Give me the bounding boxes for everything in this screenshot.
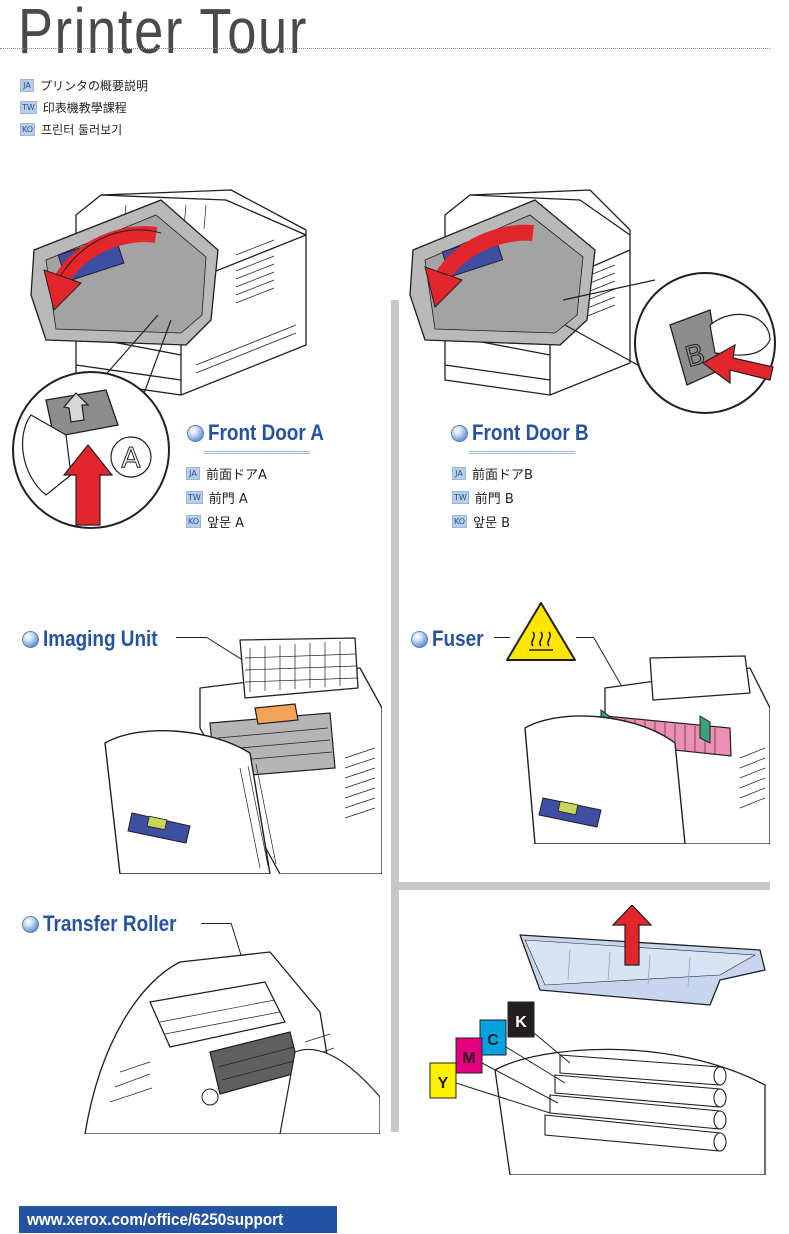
lang-badge-ja: JA bbox=[20, 78, 34, 92]
imaging-unit-heading: Imaging Unit bbox=[22, 626, 176, 652]
toner-m-label bbox=[455, 1037, 483, 1074]
transfer-roller-heading: Transfer Roller bbox=[22, 911, 198, 937]
toner-cartridges-illustration: K C M Y bbox=[429, 905, 766, 1175]
translation-text: 前門 B bbox=[474, 491, 514, 507]
translation-row: TW 前門 B bbox=[452, 485, 533, 509]
translation-text: 前面ドアB bbox=[472, 467, 533, 483]
toner-c-label bbox=[479, 1019, 507, 1056]
imaging-unit-leader bbox=[176, 637, 206, 638]
lang-badge-tw: TW bbox=[186, 490, 203, 504]
translation-text: プリンタの概要説明 bbox=[40, 78, 149, 93]
bullet-icon bbox=[22, 630, 39, 648]
translation-row: KO 앞문 B bbox=[452, 509, 533, 533]
lang-badge-ja: JA bbox=[186, 466, 200, 480]
translation-text: 앞문 B bbox=[473, 515, 511, 531]
front-door-b-title: Front Door B bbox=[472, 420, 589, 445]
front-door-b-translations: JA 前面ドアB TW 前門 B KO 앞문 B bbox=[452, 461, 533, 533]
support-url-text: www.xerox.com/office/6250support bbox=[27, 1210, 284, 1229]
front-door-a-translations: JA 前面ドアA TW 前門 A KO 앞문 A bbox=[186, 461, 267, 533]
bullet-icon bbox=[187, 424, 204, 442]
support-url[interactable]: www.xerox.com/office/6250support bbox=[19, 1206, 337, 1233]
translation-row: KO 앞문 A bbox=[186, 509, 267, 533]
heading-rule bbox=[204, 451, 310, 454]
lang-badge-ko: KO bbox=[20, 122, 36, 136]
translation-row: KO 프린터 둘러보기 bbox=[20, 118, 148, 140]
toner-k-label bbox=[507, 1001, 535, 1038]
translation-text: 프린터 둘러보기 bbox=[41, 122, 123, 137]
vertical-divider bbox=[391, 300, 399, 1132]
fuser-leader bbox=[576, 637, 594, 638]
toner-y-letter: Y bbox=[438, 1075, 449, 1092]
lang-badge-tw: TW bbox=[20, 100, 37, 114]
translation-text: 前面ドアA bbox=[206, 467, 267, 483]
hot-surface-warning-icon bbox=[506, 602, 576, 661]
toner-c-letter: C bbox=[487, 1032, 499, 1049]
lang-badge-ko: KO bbox=[452, 514, 468, 528]
front-door-a-letter: A bbox=[121, 441, 140, 474]
translation-row: JA プリンタの概要説明 bbox=[20, 74, 148, 96]
heading-rule bbox=[469, 451, 575, 454]
heat-symbol-icon bbox=[529, 631, 553, 651]
bullet-icon bbox=[451, 424, 468, 442]
translation-row: JA 前面ドアA bbox=[186, 461, 267, 485]
lang-badge-ja: JA bbox=[452, 466, 466, 480]
translation-text: 前門 A bbox=[208, 491, 248, 507]
translation-row: TW 前門 A bbox=[186, 485, 267, 509]
lang-badge-tw: TW bbox=[452, 490, 469, 504]
front-door-b-heading: Front Door B bbox=[451, 420, 608, 446]
title-translations: JA プリンタの概要説明 TW 印表機教學課程 KO 프린터 둘러보기 bbox=[20, 74, 148, 140]
front-door-a-illustration: A bbox=[12, 189, 307, 529]
page-title: Printer Tour bbox=[18, 0, 308, 67]
title-rule bbox=[0, 48, 770, 49]
transfer-roller-title: Transfer Roller bbox=[43, 911, 177, 936]
fuser-leader bbox=[494, 637, 510, 638]
fuser-illustration bbox=[506, 602, 770, 844]
toner-y-label bbox=[429, 1062, 457, 1099]
horizontal-divider bbox=[399, 882, 770, 890]
front-door-a-heading: Front Door A bbox=[187, 420, 343, 446]
transfer-roller-leader bbox=[201, 923, 231, 924]
toner-m-letter: M bbox=[462, 1050, 475, 1067]
translation-text: 印表機教學課程 bbox=[42, 100, 127, 115]
fuser-title: Fuser bbox=[432, 626, 484, 651]
bullet-icon bbox=[22, 915, 39, 933]
translation-row: JA 前面ドアB bbox=[452, 461, 533, 485]
front-door-a-title: Front Door A bbox=[208, 420, 324, 445]
lang-badge-ko: KO bbox=[186, 514, 202, 528]
front-door-b-illustration: B bbox=[409, 189, 776, 414]
bullet-icon bbox=[411, 630, 428, 648]
imaging-unit-title: Imaging Unit bbox=[43, 626, 158, 651]
fuser-heading: Fuser bbox=[411, 626, 492, 652]
transfer-roller-illustration bbox=[84, 922, 380, 1134]
toner-k-letter: K bbox=[515, 1014, 527, 1031]
translation-text: 앞문 A bbox=[207, 515, 245, 531]
imaging-unit-illustration bbox=[104, 636, 382, 874]
translation-row: TW 印表機教學課程 bbox=[20, 96, 148, 118]
